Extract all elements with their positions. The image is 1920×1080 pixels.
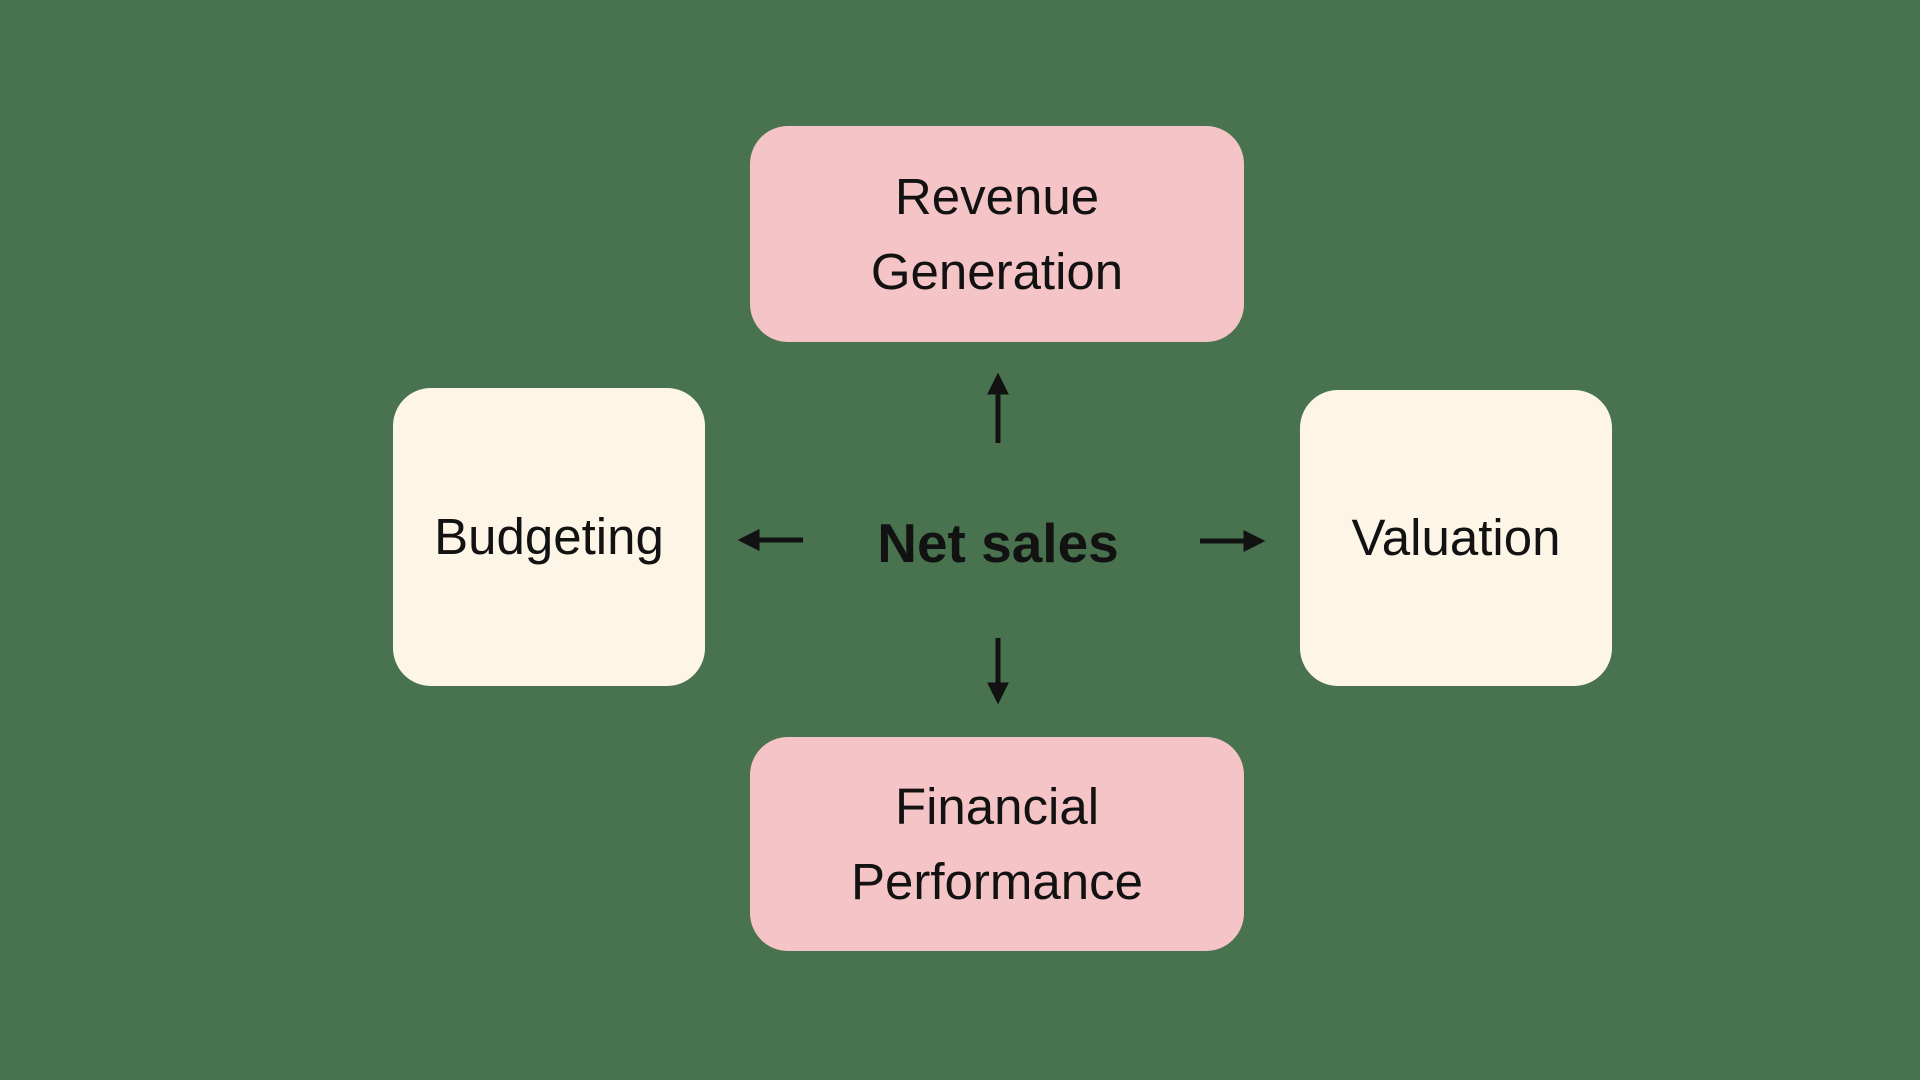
node-label-line: Budgeting (434, 508, 664, 566)
node-revenue-generation: Revenue Generation (750, 126, 1244, 342)
node-revenue-generation-label: Revenue Generation (871, 159, 1123, 310)
node-label-line: Revenue (894, 167, 1100, 225)
node-valuation: Valuation (1300, 390, 1612, 686)
node-valuation-label: Valuation (1352, 500, 1561, 575)
node-label-line: Generation (870, 243, 1124, 300)
node-budgeting-label: Budgeting (434, 499, 664, 574)
node-label-line: Financial (894, 777, 1100, 835)
node-financial-performance: Financial Performance (750, 737, 1244, 951)
node-financial-performance-label: Financial Performance (851, 769, 1143, 920)
node-budgeting: Budgeting (393, 388, 705, 686)
node-label-line: Performance (851, 853, 1143, 910)
node-label-line: Valuation (1351, 509, 1561, 567)
center-label-net-sales: Net sales (877, 512, 1119, 574)
